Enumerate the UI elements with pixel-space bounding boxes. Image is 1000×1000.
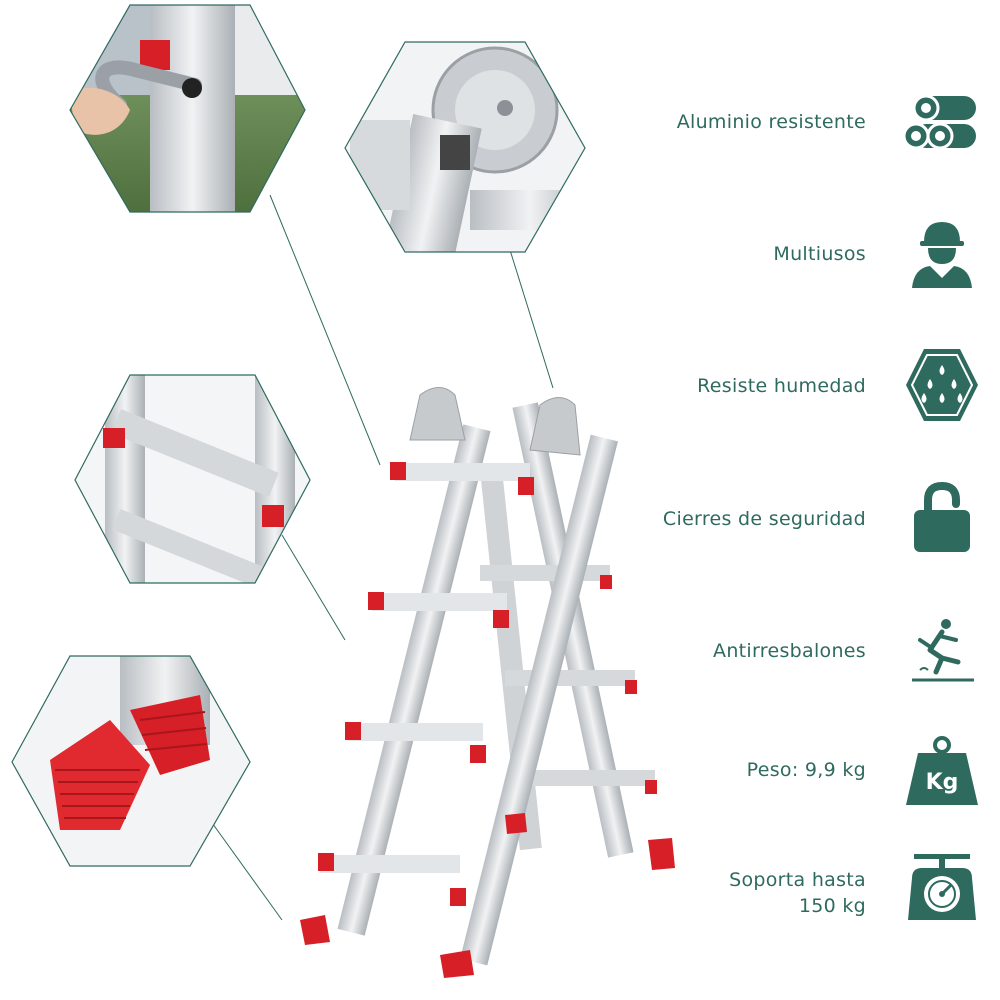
water-drops-icon <box>902 345 982 425</box>
feature-label-cierres: Cierres de seguridad <box>662 508 866 530</box>
feature-label-peso: Peso: 9,9 kg <box>746 759 866 781</box>
weight-kg-icon: Kg <box>902 733 982 813</box>
pipes-icon <box>902 82 982 162</box>
feature-label-aluminio: Aluminio resistente <box>676 111 866 133</box>
feature-label-multiusos: Multiusos <box>773 243 866 265</box>
rung-detail-hexagon <box>75 375 310 583</box>
foot-detail-hexagon <box>12 656 250 866</box>
feature-label-humedad: Resiste humedad <box>697 375 866 397</box>
ladder-illustration <box>300 387 675 978</box>
worker-helmet-icon <box>902 212 982 292</box>
scale-icon <box>902 850 982 930</box>
connector-lines <box>209 194 554 921</box>
feature-label-antirresbalones: Antirresbalones <box>713 640 866 662</box>
slip-warning-icon <box>902 610 982 690</box>
product-illustration <box>11 4 675 978</box>
weight-icon-label: Kg <box>926 770 959 795</box>
hinge-detail-hexagon <box>345 42 585 252</box>
padlock-open-icon <box>902 478 982 558</box>
feature-label-soporta-line2: 150 kg <box>798 895 866 917</box>
feature-label-soporta: Soporta hasta 150 kg <box>729 867 866 919</box>
hook-detail-hexagon <box>70 5 305 212</box>
feature-label-soporta-line1: Soporta hasta <box>729 869 866 891</box>
